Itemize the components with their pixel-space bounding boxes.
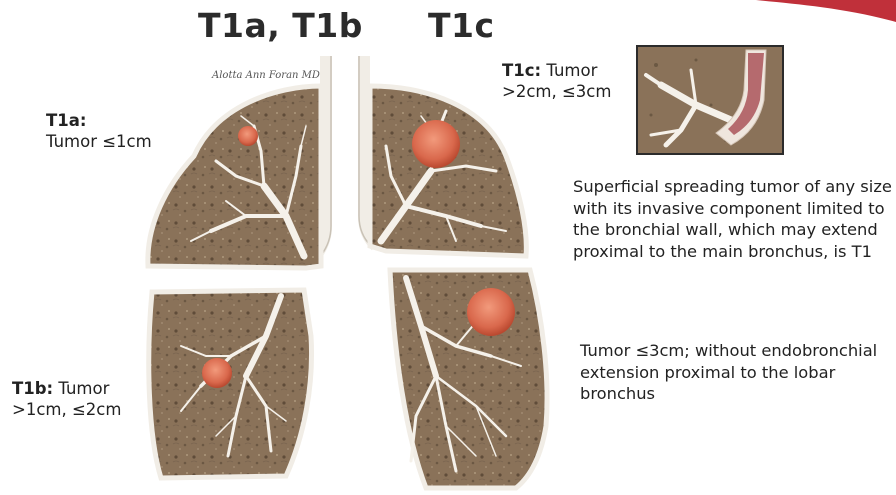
lung-upper-left: [148, 86, 321, 268]
lung-illustration: Alotta Ann Foran MD©: [136, 56, 566, 494]
label-t1b-text-1: Tumor: [53, 379, 109, 398]
lung-lower-right: [390, 270, 547, 488]
label-t1b-title: T1b:: [12, 379, 53, 398]
label-t1b-text-2: >1cm, ≤2cm: [12, 400, 121, 419]
label-t1b: T1b: Tumor >1cm, ≤2cm: [12, 378, 121, 420]
description-tumor-3cm: Tumor ≤3cm; without endobronchial extens…: [580, 340, 894, 405]
bronchial-wall-inset: [636, 45, 784, 155]
tumor-t1b: [202, 358, 232, 388]
heading-t1a-t1b: T1a, T1b: [198, 4, 363, 48]
label-t1a-title: T1a:: [46, 111, 86, 130]
heading-t1c: T1c: [428, 4, 495, 48]
lung-lower-left: [149, 290, 312, 478]
description-superficial-spreading: Superficial spreading tumor of any size …: [573, 176, 895, 262]
tumor-t1a: [238, 126, 258, 146]
tumor-lower-right: [467, 288, 515, 336]
artist-signature: Alotta Ann Foran MD©: [211, 70, 330, 81]
corner-accent-swoosh: [636, 0, 896, 26]
lung-upper-right: [370, 86, 526, 256]
tumor-t1c: [412, 120, 460, 168]
